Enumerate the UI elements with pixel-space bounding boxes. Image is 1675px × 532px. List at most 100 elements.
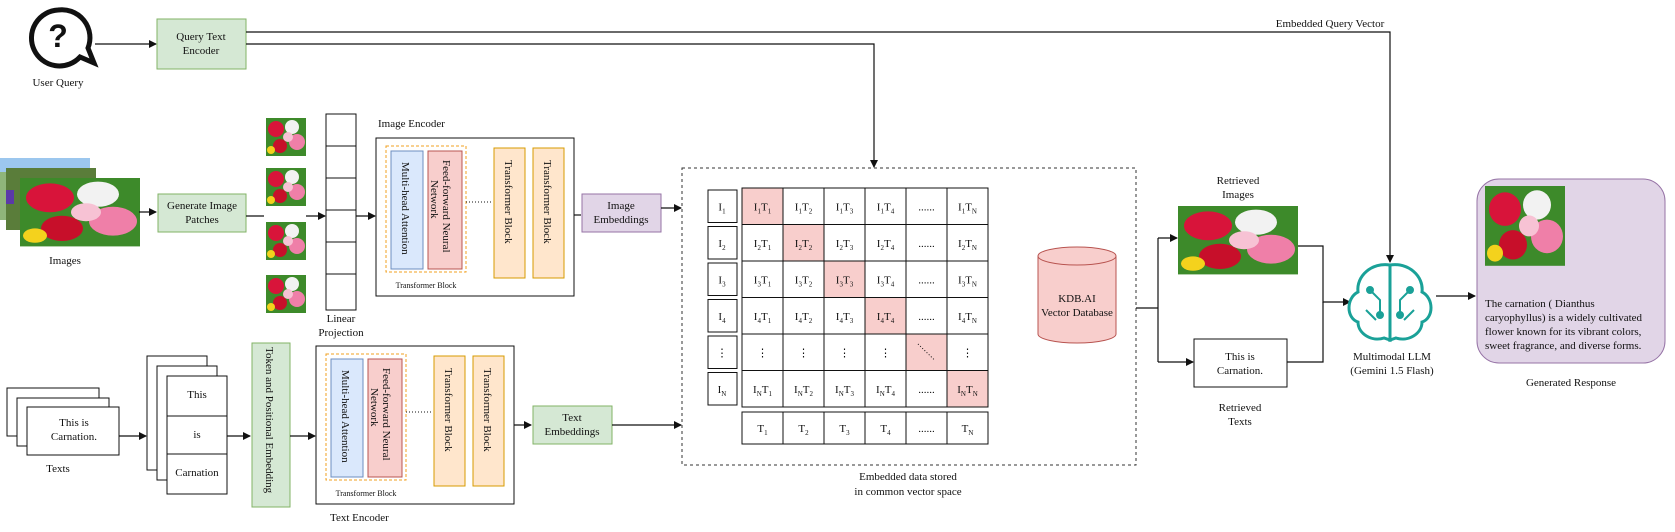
matrix-cell (741, 333, 784, 371)
matrix-cell (946, 224, 989, 262)
col-label-box (905, 411, 948, 445)
svg-text:Transformer Block: Transformer Block (336, 489, 397, 498)
col-label: TN (962, 423, 974, 437)
matrix-cell-text: ⋮ (880, 347, 891, 359)
matrix-cell (741, 260, 784, 298)
svg-text:Transformer Block: Transformer Block (396, 281, 457, 290)
row-label: ⋮ (717, 347, 728, 359)
matrix-cell-text: ⋮ (962, 347, 973, 359)
embedded-query-vector-label: Embedded Query Vector (1276, 18, 1385, 30)
images-label: Images (49, 255, 81, 267)
col-label-box (946, 411, 989, 445)
svg-text:in common vector space: in common vector space (854, 486, 961, 498)
svg-text:Transformer Block: Transformer Block (442, 368, 454, 452)
matrix-cell (946, 260, 989, 298)
linear-projection-column (325, 113, 357, 311)
svg-text:Feed-forward Neural: Feed-forward Neural (380, 368, 392, 461)
svg-text:Encoder: Encoder (183, 45, 220, 57)
text-encoder-title: Text Encoder (330, 512, 389, 524)
row-label-box (707, 189, 738, 223)
svg-text:Carnation.: Carnation. (1217, 365, 1263, 377)
matrix-cell (782, 260, 825, 298)
row-label: IN (718, 384, 727, 398)
query-text-encoder: Query Text Encoder (156, 18, 247, 70)
svg-text:Patches: Patches (185, 214, 219, 226)
row-label: I4 (718, 311, 726, 325)
row-label-box (707, 226, 738, 260)
image-encoder: Multi-head Attention Feed-forward Neural… (375, 137, 575, 297)
generate-image-patches: Generate Image Patches (157, 193, 247, 233)
matrix-cell (864, 370, 907, 408)
retrieved-images-label: Retrieved (1217, 175, 1260, 187)
svg-text:?: ? (48, 18, 68, 54)
retrieved-text-box: This is Carnation. (1193, 338, 1288, 388)
svg-text:Feed-forward Neural: Feed-forward Neural (440, 160, 452, 253)
matrix-cell (782, 333, 825, 371)
text-embeddings: Text Embeddings (532, 405, 613, 445)
svg-text:Texts: Texts (1228, 416, 1252, 428)
svg-text:Generate Image: Generate Image (167, 200, 237, 212)
matrix-cell-text: ...... (918, 311, 935, 323)
matrix-cell (864, 187, 907, 225)
user-query-label: User Query (32, 77, 84, 89)
matrix-diag-ellipsis (917, 343, 936, 361)
row-label-box (707, 262, 738, 296)
texts-label: Texts (46, 463, 70, 475)
svg-text:The carnation ( Dianthus: The carnation ( Dianthus (1485, 298, 1595, 310)
svg-text:Vector Database: Vector Database (1041, 307, 1113, 319)
text-encoder: Multi-head Attention Feed-forward Neural… (315, 345, 515, 505)
matrix-cell (782, 370, 825, 408)
matrix-cell (946, 187, 989, 225)
token-positional-embedding: Token and Positional Embedding (251, 342, 291, 508)
matrix-cell-text: ...... (918, 274, 935, 286)
matrix-cell (823, 333, 866, 371)
svg-text:(Gemini 1.5 Flash): (Gemini 1.5 Flash) (1350, 365, 1434, 377)
svg-text:This is: This is (1225, 351, 1255, 363)
matrix-cell (905, 297, 948, 335)
matrix-cell (782, 187, 825, 225)
matrix-cell-text: ⋮ (839, 347, 850, 359)
matrix-cell (905, 187, 948, 225)
col-label: T4 (880, 423, 891, 437)
col-label: T1 (757, 423, 768, 437)
input-texts: This is Carnation. (6, 387, 120, 456)
svg-text:Image: Image (607, 200, 635, 212)
svg-text:Text: Text (562, 412, 581, 424)
retrieved-image (1178, 206, 1298, 275)
svg-text:Network: Network (368, 388, 380, 427)
row-label: I2 (718, 238, 726, 252)
matrix-cell (782, 224, 825, 262)
col-label: T3 (839, 423, 850, 437)
matrix-cell (905, 370, 948, 408)
svg-text:Embeddings: Embeddings (545, 426, 600, 438)
svg-text:Multi-head Attention: Multi-head Attention (339, 370, 351, 463)
row-label: I3 (718, 274, 726, 288)
image-encoder-title: Image Encoder (378, 118, 445, 130)
svg-text:Transformer Block: Transformer Block (481, 368, 493, 452)
matrix-cell-text: ⋮ (757, 347, 768, 359)
svg-text:Transformer Block: Transformer Block (541, 160, 553, 244)
matrix-cell (864, 333, 907, 371)
matrix-caption: Embedded data stored (859, 471, 957, 483)
col-label-box (741, 411, 784, 445)
llm-label: Multimodal LLM (1353, 351, 1431, 363)
col-label: T2 (798, 423, 809, 437)
common-vector-space-box (681, 167, 1137, 466)
image-patches (266, 118, 306, 313)
matrix-cell (905, 333, 948, 371)
image-embeddings: Image Embeddings (581, 193, 662, 233)
svg-text:caryophyllus) is a widely cult: caryophyllus) is a widely cultivated (1485, 312, 1643, 324)
svg-text:Network: Network (428, 180, 440, 219)
svg-text:Carnation: Carnation (175, 467, 219, 479)
matrix-cell-text: ⋮ (798, 347, 809, 359)
generated-response-box: The carnation ( Dianthus caryophyllus) i… (1476, 178, 1666, 364)
svg-text:This: This (187, 389, 207, 401)
row-label: I1 (718, 201, 726, 215)
input-images (0, 158, 140, 247)
col-label-box (864, 411, 907, 445)
svg-text:Token and Positional Embedding: Token and Positional Embedding (263, 347, 275, 494)
vector-database: KDB.AI Vector Database (1037, 246, 1117, 344)
linear-projection-label: Linear (327, 313, 356, 325)
